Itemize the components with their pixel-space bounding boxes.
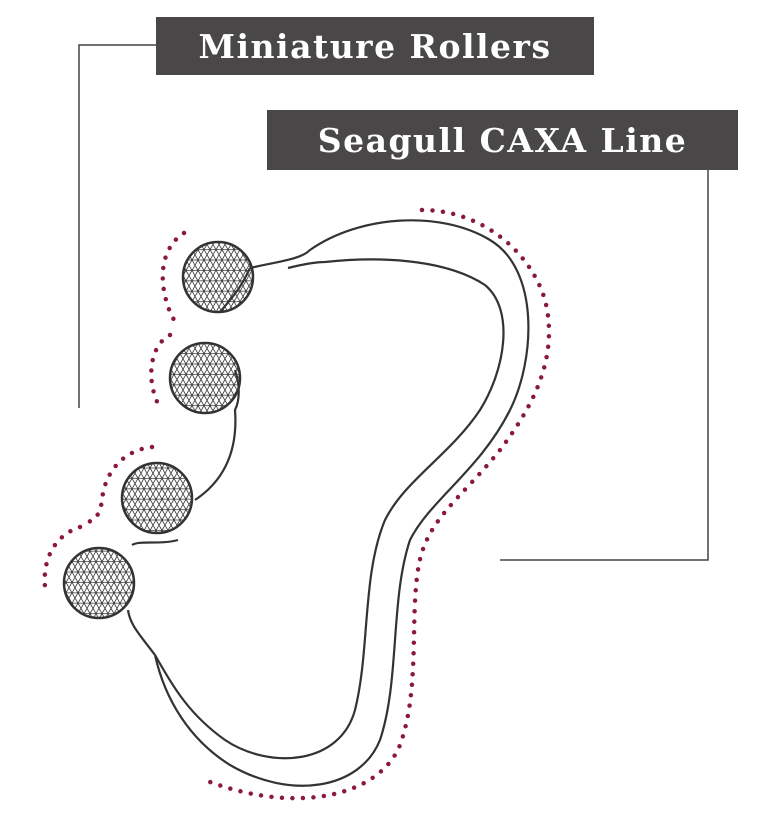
inner-seat-contour: [154, 258, 505, 760]
seagull-caxa-line-label: Seagull CAXA Line: [267, 110, 738, 170]
roller-dotted-line-3: [85, 444, 155, 525]
miniature-rollers-label: Miniature Rollers: [156, 17, 594, 75]
roller-dotted-line-2: [149, 332, 173, 411]
miniature-rollers-text: Miniature Rollers: [198, 26, 552, 66]
roller-4: [62, 546, 136, 620]
outer-seat-contour: [153, 219, 530, 787]
roller-side-edge: [126, 267, 252, 656]
roller-3: [120, 461, 194, 535]
caxa-dotted-line: [207, 207, 552, 801]
caxa-leader-line: [500, 170, 709, 561]
rollers-leader-line: [78, 44, 156, 408]
roller-1: [181, 240, 255, 314]
roller-dotted-line-1: [160, 230, 187, 328]
roller-dotted-line-4: [42, 524, 83, 598]
seagull-caxa-line-text: Seagull CAXA Line: [317, 120, 688, 160]
roller-2: [168, 341, 242, 415]
